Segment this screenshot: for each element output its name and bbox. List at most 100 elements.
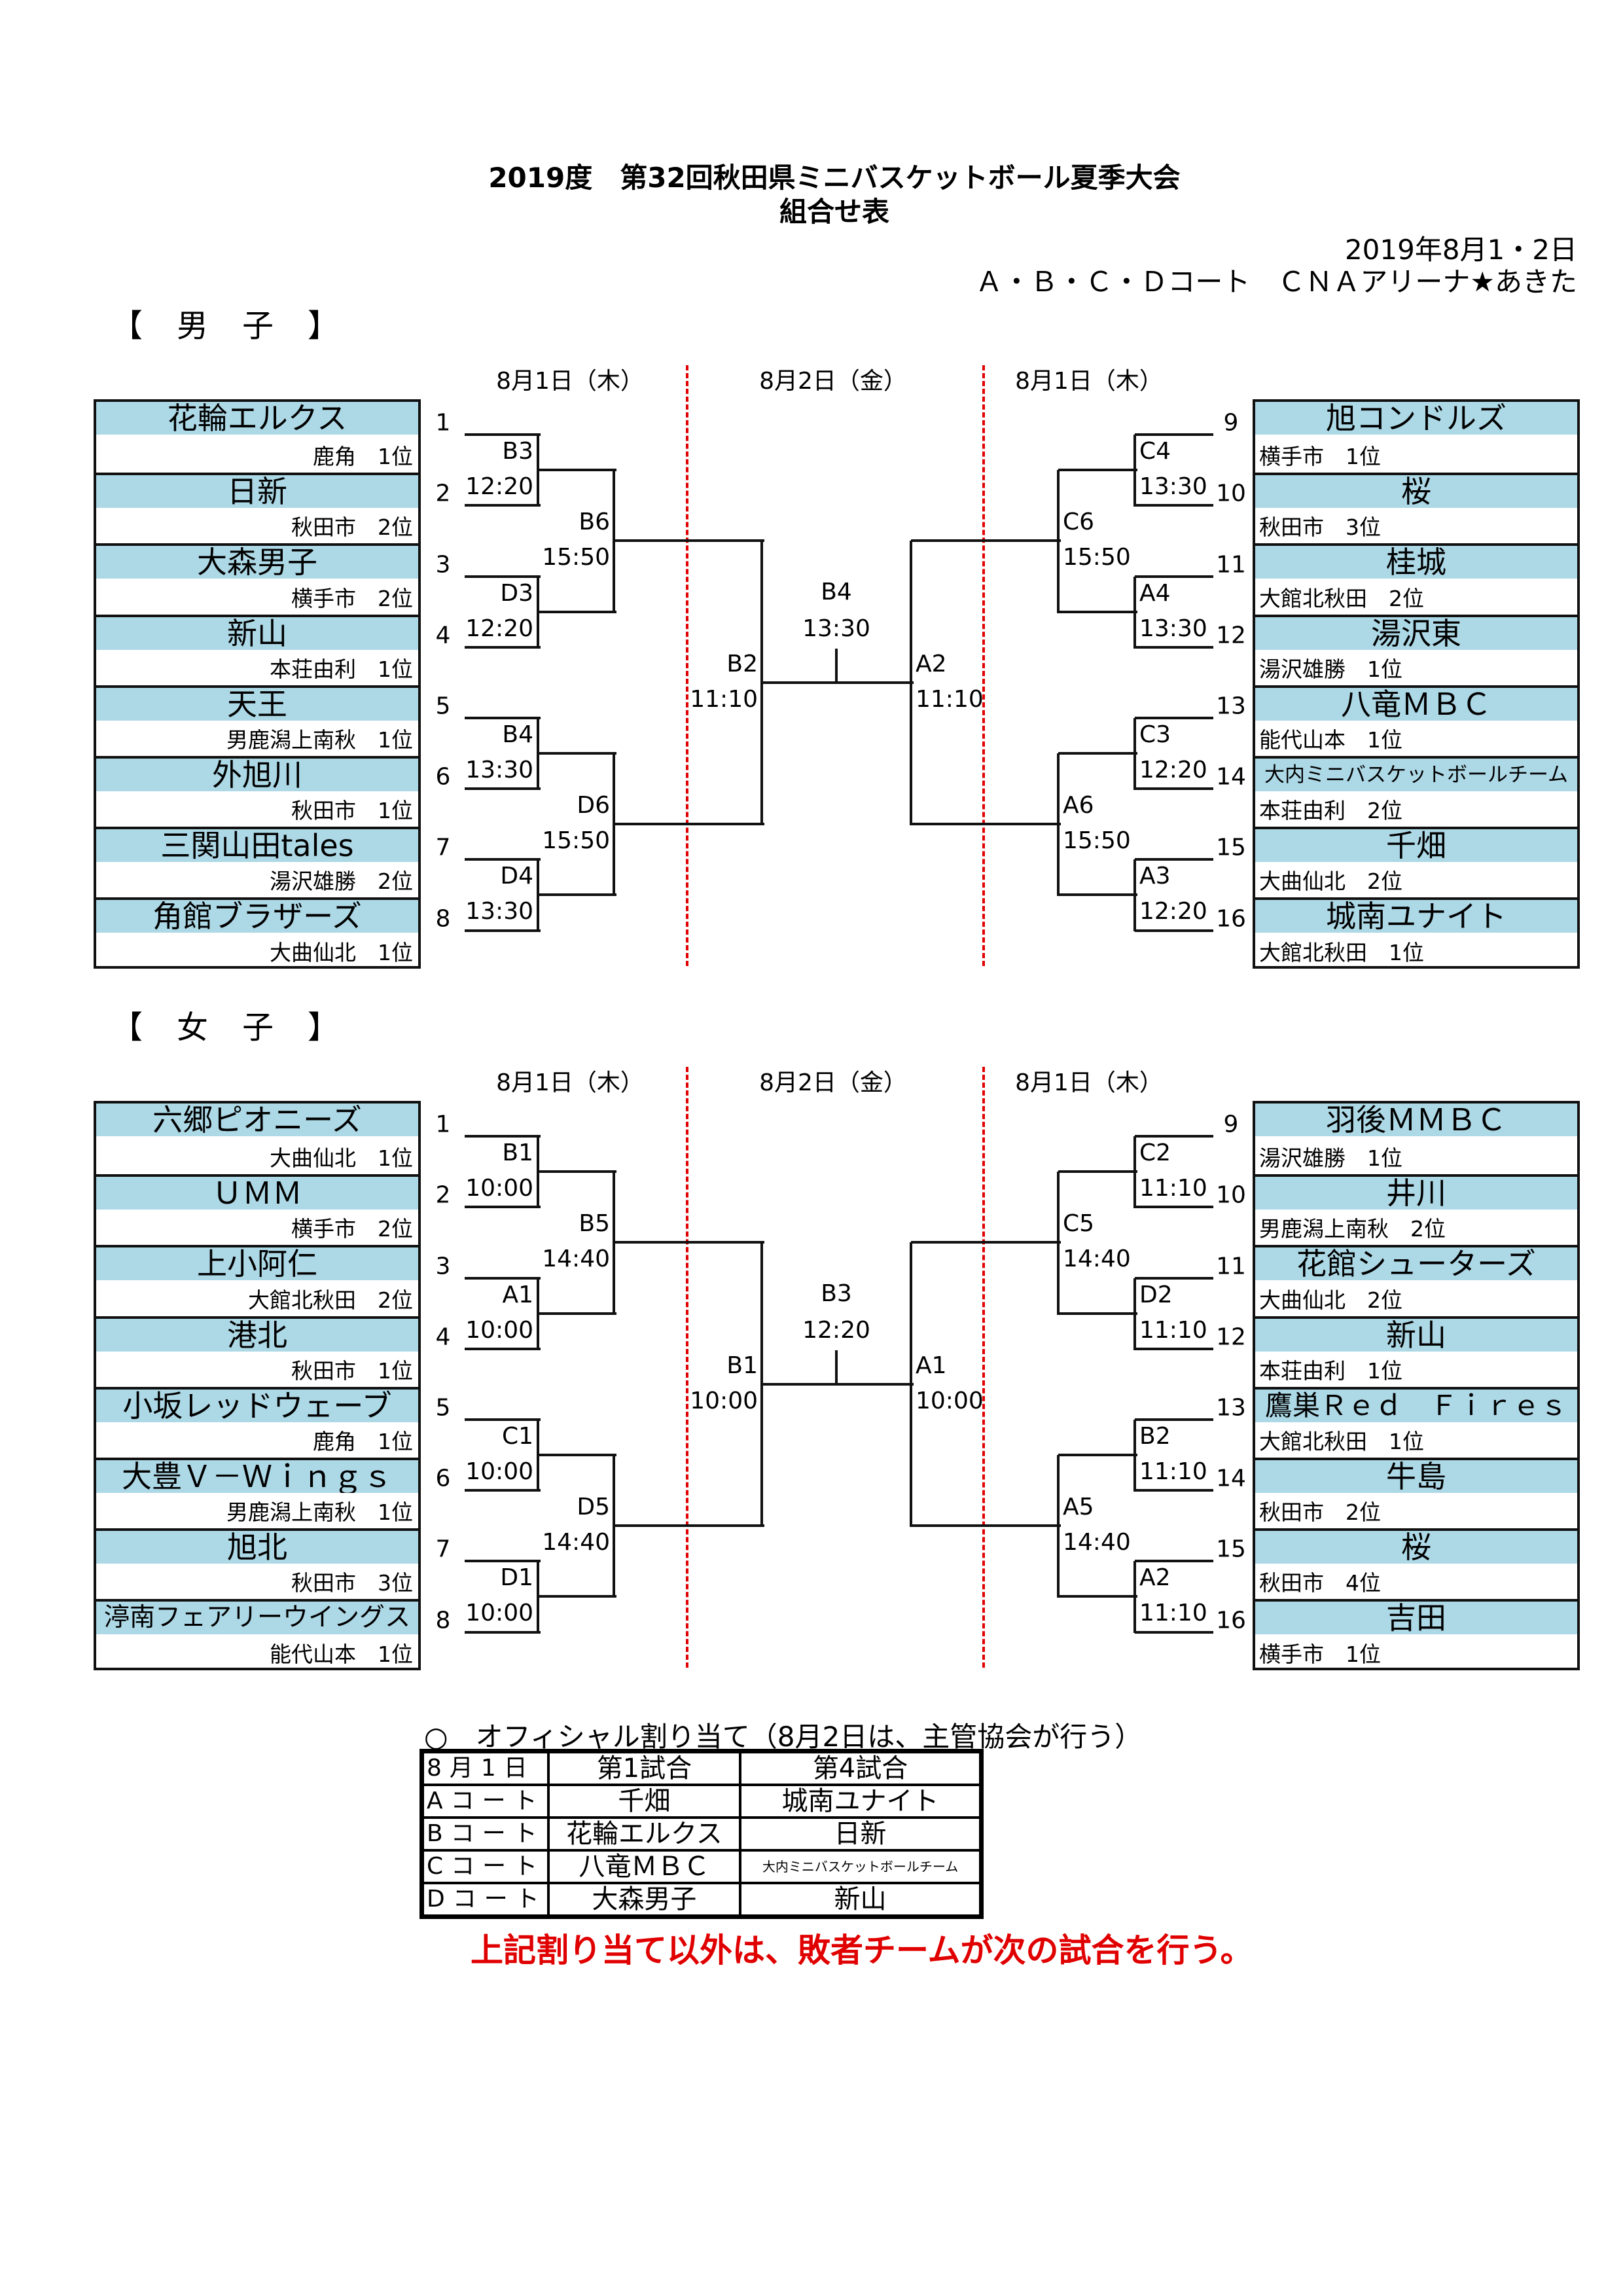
team-name-band: 桜 (1255, 475, 1577, 509)
team-region-rank: 大館北秋田 1位 (1259, 939, 1424, 965)
bracket-line (465, 858, 541, 861)
team-region-rank: 秋田市 1位 (291, 798, 413, 824)
bracket-line (465, 1347, 541, 1350)
team-entry: 渟南フェアリーウイングス能代山本 1位 (96, 1599, 418, 1670)
court-label: Cコート (420, 1849, 550, 1884)
match-code: B2 (726, 650, 758, 677)
bracket-line (465, 1135, 541, 1138)
seed-number: 8 (435, 905, 451, 932)
match-code: B5 (579, 1210, 610, 1238)
team-region-rank: 秋田市 2位 (1259, 1499, 1381, 1526)
team-name-band: 井川 (1255, 1177, 1577, 1210)
team-name-band: 渟南フェアリーウイングス (96, 1602, 418, 1635)
match-time: 13:30 (1139, 473, 1207, 501)
team-region-rank: 大曲仙北 1位 (270, 1145, 413, 1172)
bracket-line (1135, 1347, 1213, 1350)
team-name-band: ＵＭＭ (96, 1177, 418, 1210)
team-region-rank: 湯沢雄勝 1位 (1259, 656, 1402, 682)
match-time: 12:20 (465, 473, 533, 501)
team-name-band: 旭北 (96, 1531, 418, 1564)
match-code: D5 (577, 1494, 610, 1521)
team-name-band: 日新 (96, 475, 418, 509)
team-name: 旭北 (227, 1531, 287, 1564)
bracket-line (1058, 469, 1137, 472)
seed-number: 11 (1216, 551, 1246, 578)
match-time: 13:30 (1139, 615, 1207, 642)
team-name: 上小阿仁 (197, 1247, 317, 1281)
team-entry: 井川男鹿潟上南秋 2位 (1255, 1174, 1577, 1245)
team-entry: 桜秋田市 3位 (1255, 473, 1577, 543)
team-name: 三関山田tales (160, 829, 354, 863)
bracket-line (1135, 1630, 1213, 1634)
team-name-band: 八竜ＭＢＣ (1255, 687, 1577, 721)
team-name-band: 吉田 (1255, 1602, 1577, 1635)
bracket-line (465, 1206, 541, 1209)
team-name-band: 小坂レッドウェーブ (96, 1389, 418, 1422)
team-name: 天王 (227, 687, 287, 721)
bracket-line (762, 1382, 914, 1386)
team-entry: 大内ミニバスケットボールチーム本荘由利 2位 (1255, 756, 1577, 827)
team-name-band: 千畑 (1255, 829, 1577, 863)
team-name: 渟南フェアリーウイングス (103, 1603, 410, 1633)
officials-col-game4: 第4試合 (739, 1749, 983, 1786)
team-name: 新山 (227, 617, 287, 650)
team-name: 湯沢東 (1371, 617, 1461, 650)
match-time: 13:30 (465, 898, 533, 925)
day-divider (982, 1067, 985, 1668)
document-title: 2019度 第32回秋田県ミニバスケットボール夏季大会 (488, 162, 1181, 194)
team-entry: 大森男子横手市 2位 (96, 543, 418, 614)
court-label: Bコート (420, 1816, 550, 1852)
team-name: 角館ブラザーズ (152, 900, 362, 933)
team-name: 牛島 (1386, 1460, 1446, 1493)
bracket-line (1135, 1560, 1213, 1563)
match-time: 15:50 (1063, 544, 1131, 571)
match-code: B4 (502, 721, 533, 748)
team-name: 大豊Ｖ－Ｗｉｎｇｓ (122, 1460, 393, 1493)
team-region-rank: 湯沢雄勝 1位 (1259, 1145, 1402, 1172)
team-region-rank: 男鹿潟上南秋 2位 (1259, 1216, 1446, 1242)
bracket-line (911, 823, 1061, 826)
seed-number: 16 (1216, 1607, 1246, 1634)
team-region-rank: 大館北秋田 2位 (248, 1287, 413, 1313)
day-divider (686, 1067, 688, 1668)
match-code: D1 (500, 1564, 533, 1592)
team-name: 小坂レッドウェーブ (122, 1389, 392, 1422)
day-header: 8月1日（木） (1015, 368, 1163, 395)
bracket-line (1135, 1418, 1213, 1421)
match-time: 10:00 (465, 1175, 533, 1202)
team-name-band: 港北 (96, 1318, 418, 1352)
seed-number: 5 (435, 692, 451, 720)
bracket-line (614, 539, 764, 543)
team-entry: 桜秋田市 4位 (1255, 1528, 1577, 1599)
bracket-line (911, 1524, 1061, 1528)
bracket-line (465, 1560, 541, 1563)
team-region-rank: 横手市 2位 (291, 585, 413, 611)
bracket-line (1135, 1206, 1213, 1209)
match-code: A4 (1139, 579, 1171, 607)
match-time: 15:50 (542, 827, 610, 855)
bracket-line (1135, 575, 1213, 578)
bracket-line (614, 1524, 764, 1528)
match-time: 12:20 (1139, 757, 1207, 783)
team-entry: 新山本荘由利 1位 (1255, 1316, 1577, 1387)
bracket-line (1135, 787, 1213, 791)
team-name-band: 羽後ＭＭＢＣ (1255, 1103, 1577, 1136)
team-name-band: 城南ユナイト (1255, 900, 1577, 933)
match-time: 12:20 (1139, 898, 1207, 925)
seed-number: 6 (435, 763, 451, 791)
team-entry: 旭北秋田市 3位 (96, 1528, 418, 1599)
team-name: 六郷ピオニーズ (152, 1103, 362, 1136)
seed-number: 12 (1216, 1323, 1246, 1351)
game1-official: 大森男子 (546, 1882, 742, 1918)
team-region-rank: 大曲仙北 1位 (270, 939, 413, 965)
seed-number: 15 (1216, 1535, 1246, 1563)
seed-number: 1 (435, 409, 451, 437)
match-code: C5 (1063, 1210, 1095, 1238)
court-label: Aコート (420, 1784, 550, 1819)
team-region-rank: 本荘由利 2位 (1259, 798, 1402, 824)
team-name: 花輪エルクス (167, 402, 348, 435)
team-name: 桜 (1401, 1531, 1431, 1564)
